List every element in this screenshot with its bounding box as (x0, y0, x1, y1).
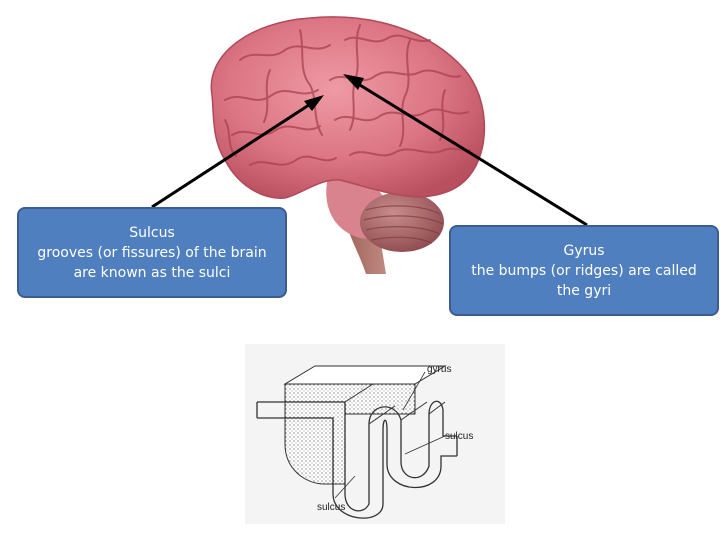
sulcus-callout-line1: grooves (or fissures) of the brain (37, 244, 267, 261)
gyrus-callout: Gyrus the bumps (or ridges) are called t… (449, 225, 719, 316)
gyrus-callout-line2: the gyri (556, 282, 612, 299)
sulcus-arrow (151, 101, 313, 209)
diagram-label-gyrus: gyrus (427, 364, 451, 375)
gyrus-callout-title: Gyrus (563, 242, 605, 259)
sulcus-callout: Sulcus grooves (or fissures) of the brai… (17, 207, 287, 298)
sulcus-callout-line2: are known as the sulci (73, 264, 231, 281)
gyrus-arrowhead (343, 74, 364, 90)
diagram-label-sulcus-bottom: sulcus (317, 502, 345, 513)
gyrus-callout-line1: the bumps (or ridges) are called (471, 262, 697, 279)
sulcus-callout-title: Sulcus (129, 224, 175, 241)
diagram-label-sulcus-right: sulcus (445, 431, 473, 442)
cerebrum (210, 16, 486, 199)
sulcus-arrowhead (304, 95, 324, 111)
fold-diagram: gyrus sulcus sulcus (245, 344, 505, 524)
gyrus-arrow (354, 80, 588, 227)
